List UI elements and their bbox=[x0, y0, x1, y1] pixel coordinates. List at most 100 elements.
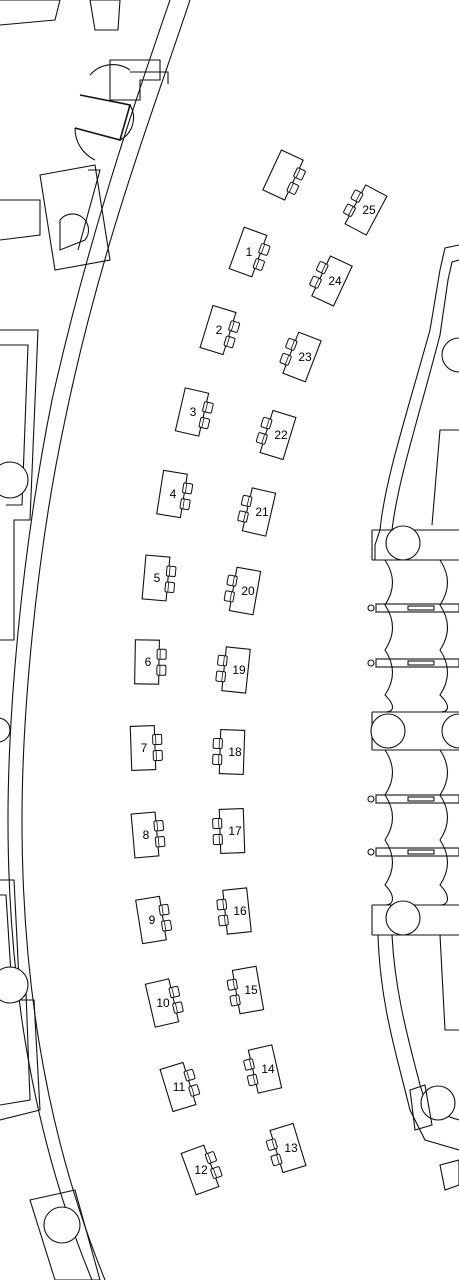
chair-back bbox=[232, 979, 236, 990]
desk-number: 8 bbox=[143, 828, 150, 842]
desk-number: 20 bbox=[241, 584, 255, 598]
chair-back bbox=[295, 168, 301, 178]
chair-icon bbox=[182, 482, 194, 495]
desk: 14 bbox=[243, 1044, 283, 1094]
desk-surface bbox=[269, 1122, 307, 1174]
desk-number: 14 bbox=[261, 1062, 275, 1076]
chair-icon bbox=[164, 581, 176, 593]
desk-number: 7 bbox=[141, 741, 148, 755]
chair-icon bbox=[153, 820, 165, 832]
desk-number: 6 bbox=[145, 655, 152, 669]
chair-icon bbox=[215, 670, 227, 683]
chair-back bbox=[174, 1002, 178, 1013]
chair-icon bbox=[202, 401, 214, 414]
desk-surface bbox=[262, 149, 304, 201]
desk: 19 bbox=[215, 646, 251, 694]
chair-back bbox=[246, 496, 250, 507]
chair-icon bbox=[198, 416, 211, 430]
chair-back bbox=[229, 591, 233, 602]
desk-number: 19 bbox=[232, 663, 246, 677]
chair-icon bbox=[226, 574, 238, 587]
desk-surface bbox=[222, 887, 252, 935]
chair-back bbox=[221, 671, 224, 682]
chair-back bbox=[207, 1153, 212, 1163]
desk: 9 bbox=[135, 895, 173, 945]
desk: 21 bbox=[237, 487, 277, 537]
chair-back bbox=[161, 905, 164, 916]
chair-icon bbox=[165, 565, 177, 578]
desk-number: 15 bbox=[244, 983, 258, 997]
desk-surface bbox=[135, 895, 167, 945]
desk-number: 23 bbox=[298, 350, 312, 364]
chair-back bbox=[222, 655, 225, 666]
desk: 23 bbox=[279, 331, 322, 383]
desk-number: 21 bbox=[255, 505, 269, 519]
chair-back bbox=[271, 1139, 276, 1150]
chair-back bbox=[232, 575, 235, 586]
desk-number: 13 bbox=[284, 1141, 298, 1155]
desk: 12 bbox=[180, 1144, 223, 1196]
right-facade bbox=[367, 244, 459, 1191]
left-wall bbox=[0, 0, 191, 1280]
desk-surface bbox=[156, 469, 188, 519]
desk-surface bbox=[130, 811, 160, 859]
chair-back bbox=[348, 206, 354, 216]
desk: 4 bbox=[156, 469, 194, 519]
chair-icon bbox=[226, 978, 238, 991]
desk: 7 bbox=[129, 725, 163, 771]
desk: 24 bbox=[309, 255, 353, 307]
chair-icon bbox=[223, 590, 235, 603]
chair-icon bbox=[179, 498, 191, 511]
chair-back bbox=[168, 566, 171, 577]
chair-back bbox=[156, 820, 159, 831]
desk: 6 bbox=[134, 639, 167, 685]
desk-surface bbox=[221, 646, 251, 694]
chair-icon bbox=[212, 737, 223, 750]
chair-back bbox=[204, 402, 208, 413]
chair-icon bbox=[212, 833, 223, 846]
chair-back bbox=[212, 1168, 218, 1178]
desk: 20 bbox=[223, 566, 262, 616]
chair-back bbox=[321, 263, 327, 273]
desk-number: 3 bbox=[190, 405, 197, 419]
chair-icon bbox=[212, 753, 223, 766]
chair-icon bbox=[216, 898, 228, 911]
desk: 1 bbox=[228, 226, 271, 278]
chair-back bbox=[284, 354, 290, 365]
chair-back bbox=[255, 259, 260, 269]
desk-number: 12 bbox=[194, 1163, 208, 1177]
chair-back bbox=[184, 483, 188, 494]
desk-number: 2 bbox=[216, 323, 223, 337]
desk-number: 17 bbox=[228, 824, 242, 838]
chair-back bbox=[201, 417, 205, 428]
chair-back bbox=[186, 1070, 190, 1081]
desk: 13 bbox=[265, 1122, 307, 1174]
desk-surface bbox=[282, 331, 322, 383]
desk-surface bbox=[228, 226, 268, 278]
desk-number: 5 bbox=[154, 571, 161, 585]
chair-back bbox=[261, 433, 266, 444]
chair-back bbox=[171, 987, 175, 998]
desk-surface bbox=[141, 554, 171, 602]
chair-icon bbox=[156, 664, 167, 676]
chair-icon bbox=[240, 494, 253, 508]
chair-back bbox=[226, 336, 230, 347]
desk-number: 16 bbox=[233, 904, 247, 918]
desk-number: 18 bbox=[228, 745, 242, 759]
chair-icon bbox=[161, 919, 173, 932]
chair-icon bbox=[154, 835, 166, 848]
desk: 3 bbox=[174, 387, 214, 437]
chair-icon bbox=[212, 817, 223, 830]
chair-icon bbox=[152, 749, 163, 762]
chair-icon bbox=[158, 903, 170, 916]
chair-back bbox=[235, 995, 238, 1006]
chair-back bbox=[276, 1154, 280, 1165]
chair-back bbox=[223, 915, 226, 926]
chair-icon bbox=[243, 1058, 255, 1071]
chair-back bbox=[222, 899, 225, 910]
desk-surface bbox=[218, 808, 246, 854]
desk-surface bbox=[129, 725, 157, 771]
chair-icon bbox=[152, 733, 163, 746]
desk-surface bbox=[311, 255, 353, 307]
